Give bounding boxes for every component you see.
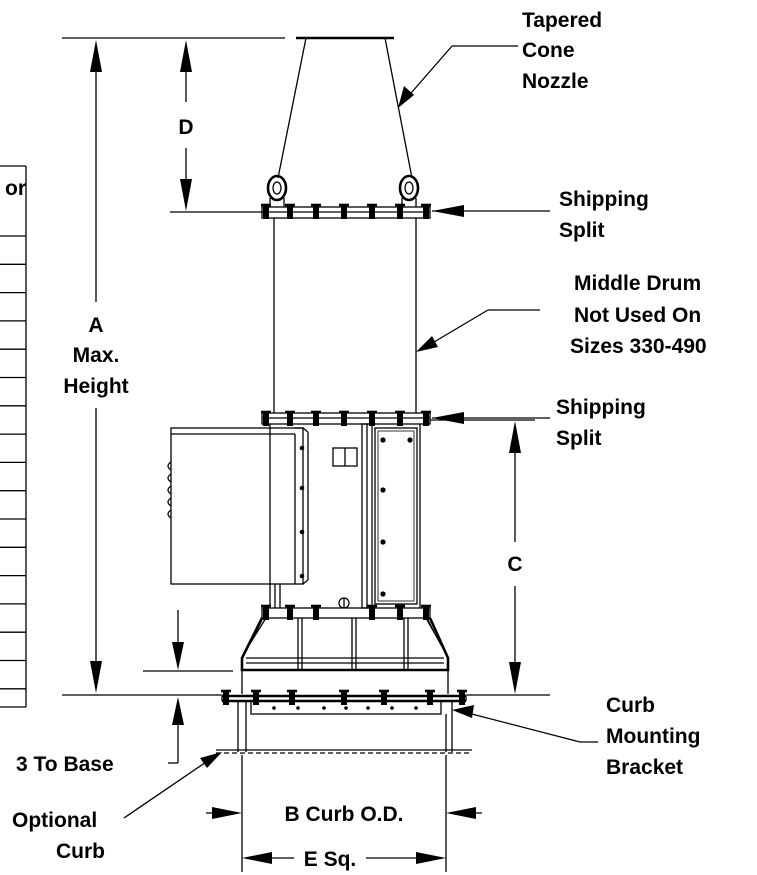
flange-bolt <box>287 606 293 620</box>
label-dim-e: E Sq. <box>304 848 357 871</box>
extension-lines <box>62 37 550 872</box>
flange-bolt <box>263 205 269 219</box>
label-nozzle-3: Nozzle <box>522 70 589 93</box>
dimension-lines <box>90 40 521 864</box>
optional-curb <box>216 749 472 754</box>
middle-drum <box>273 218 417 413</box>
flange-bolt <box>313 205 319 219</box>
flange-bolt <box>459 691 465 705</box>
label-optional-2: Curb <box>56 840 105 863</box>
labels: Tapered Cone Nozzle Shipping Split Middl… <box>12 9 707 871</box>
flange-bolt <box>341 205 347 219</box>
label-dim-c: C <box>507 553 522 576</box>
label-optional-1: Optional <box>12 809 97 832</box>
leader-lines <box>123 45 598 819</box>
flange-bolt <box>223 691 229 705</box>
flange-bolt <box>341 691 347 705</box>
flange-bolt <box>287 205 293 219</box>
label-nozzle-2: Cone <box>522 39 575 62</box>
bracket-hole <box>272 706 276 710</box>
bracket-hole <box>296 706 300 710</box>
label-drum-3: Sizes 330-490 <box>570 335 707 358</box>
flange-bolt <box>423 606 429 620</box>
base-housing <box>240 617 450 694</box>
bracket-hole <box>390 706 394 710</box>
flange-bolt <box>369 205 375 219</box>
flange-bolt <box>397 205 403 219</box>
label-curb-3: Bracket <box>606 756 683 779</box>
label-drum-2: Not Used On <box>574 304 701 327</box>
label-dim-a-1: A <box>88 314 103 337</box>
label-dim-b: B Curb O.D. <box>285 803 404 826</box>
flange-bolt <box>369 606 375 620</box>
label-split-bottom-2: Split <box>556 427 602 450</box>
bracket-hole <box>414 706 418 710</box>
flange-bolt <box>423 205 429 219</box>
bracket-hole <box>322 706 326 710</box>
label-to-base: 3 To Base <box>16 753 114 776</box>
flange-bolt <box>287 412 293 426</box>
flange-bolt <box>313 606 319 620</box>
label-dim-d: D <box>178 116 193 139</box>
lower-drum <box>269 423 421 609</box>
label-split-bottom-1: Shipping <box>556 396 646 419</box>
flange-bolt <box>423 412 429 426</box>
label-curb-1: Curb <box>606 694 655 717</box>
label-dim-a-3: Height <box>63 375 128 398</box>
label-nozzle-1: Tapered <box>522 9 602 32</box>
flange-bolt <box>263 606 269 620</box>
label-curb-2: Mounting <box>606 725 700 748</box>
flange-bolt <box>381 691 387 705</box>
flange-bolt <box>341 412 347 426</box>
bracket-hole <box>366 706 370 710</box>
bracket-hole <box>344 706 348 710</box>
flange-bolt <box>253 691 259 705</box>
top-flange <box>261 203 431 219</box>
flange-bolt <box>263 412 269 426</box>
label-split-top-2: Split <box>559 219 605 242</box>
label-dim-a-2: Max. <box>73 344 120 367</box>
table-header-fragment: or <box>5 177 26 200</box>
flange-bolt <box>397 412 403 426</box>
flange-bolt <box>427 691 433 705</box>
curb-mounting-bracket <box>221 689 467 752</box>
label-drum-1: Middle Drum <box>574 272 701 295</box>
tapered-cone-nozzle <box>266 36 420 207</box>
middle-flange <box>261 410 431 426</box>
flange-bolt <box>289 691 295 705</box>
flange-bolt <box>397 606 403 620</box>
label-split-top-1: Shipping <box>559 188 649 211</box>
flange-bolt <box>369 412 375 426</box>
base-flange <box>261 597 431 620</box>
motor-enclosure <box>167 427 309 608</box>
flange-bolt <box>313 412 319 426</box>
dimension-table-fragment: or <box>0 165 27 708</box>
